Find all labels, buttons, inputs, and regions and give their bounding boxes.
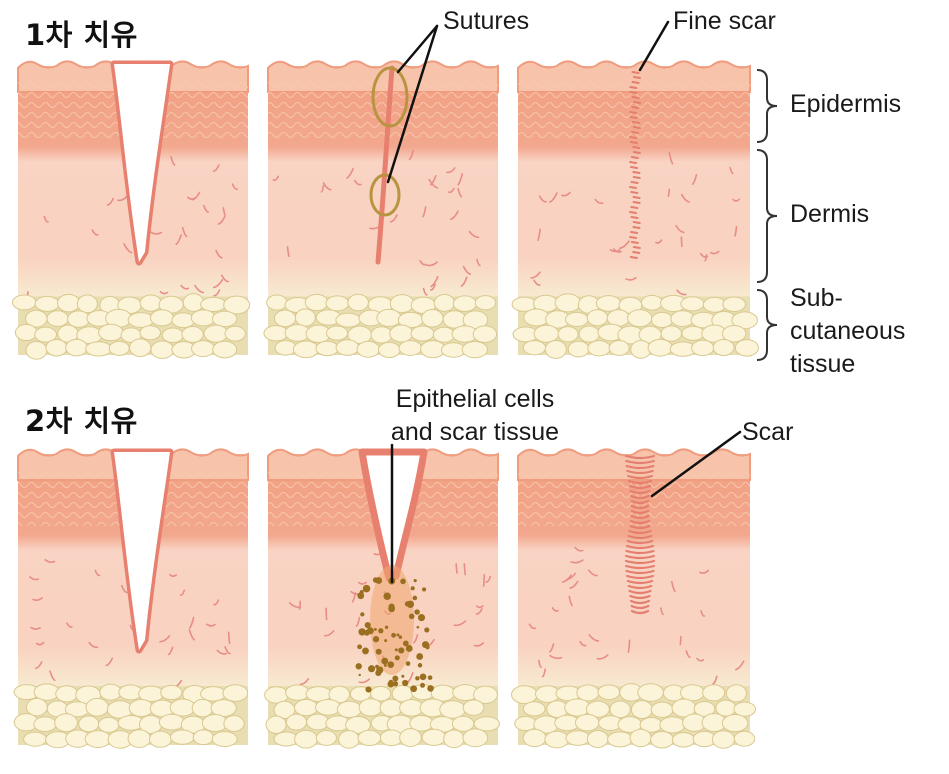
open-wound-row1	[110, 60, 174, 266]
open-wound-row2	[110, 448, 174, 654]
label-subcutaneous-line-3: tissue	[790, 350, 856, 378]
leader-sutures-b	[386, 24, 439, 184]
sutured-wound	[369, 65, 409, 265]
brace-subcutaneous	[756, 289, 778, 361]
label-dermis: Dermis	[790, 200, 870, 228]
label-epithelial-line-1: Epithelial cells	[395, 385, 555, 413]
label-scar: Scar	[742, 418, 794, 446]
skin-panel-r1-c3	[511, 60, 759, 359]
label-epidermis: Epidermis	[790, 90, 902, 118]
label-subcutaneous-line-1: Sub-	[790, 284, 843, 312]
brace-epidermis	[756, 69, 778, 143]
suture-loop-top	[371, 66, 409, 128]
brace-dermis	[756, 149, 778, 283]
label-sutures: Sutures	[443, 7, 530, 35]
leader-fine-scar	[638, 20, 670, 72]
row-1-heading: 1차 치유	[25, 18, 138, 52]
leader-sutures-a	[396, 24, 439, 74]
wide-scar-mark	[624, 454, 656, 615]
leader-scar	[650, 430, 742, 498]
skin-panel-r2-c3	[511, 448, 757, 749]
suture-loop-bottom	[369, 173, 401, 217]
row-2-heading: 2차 치유	[25, 404, 138, 438]
label-fine-scar: Fine scar	[673, 7, 776, 35]
label-epithelial-line-2: and scar tissue	[390, 418, 560, 446]
label-subcutaneous-line-2: cutaneous	[790, 317, 906, 345]
fine-scar-mark	[629, 71, 641, 259]
